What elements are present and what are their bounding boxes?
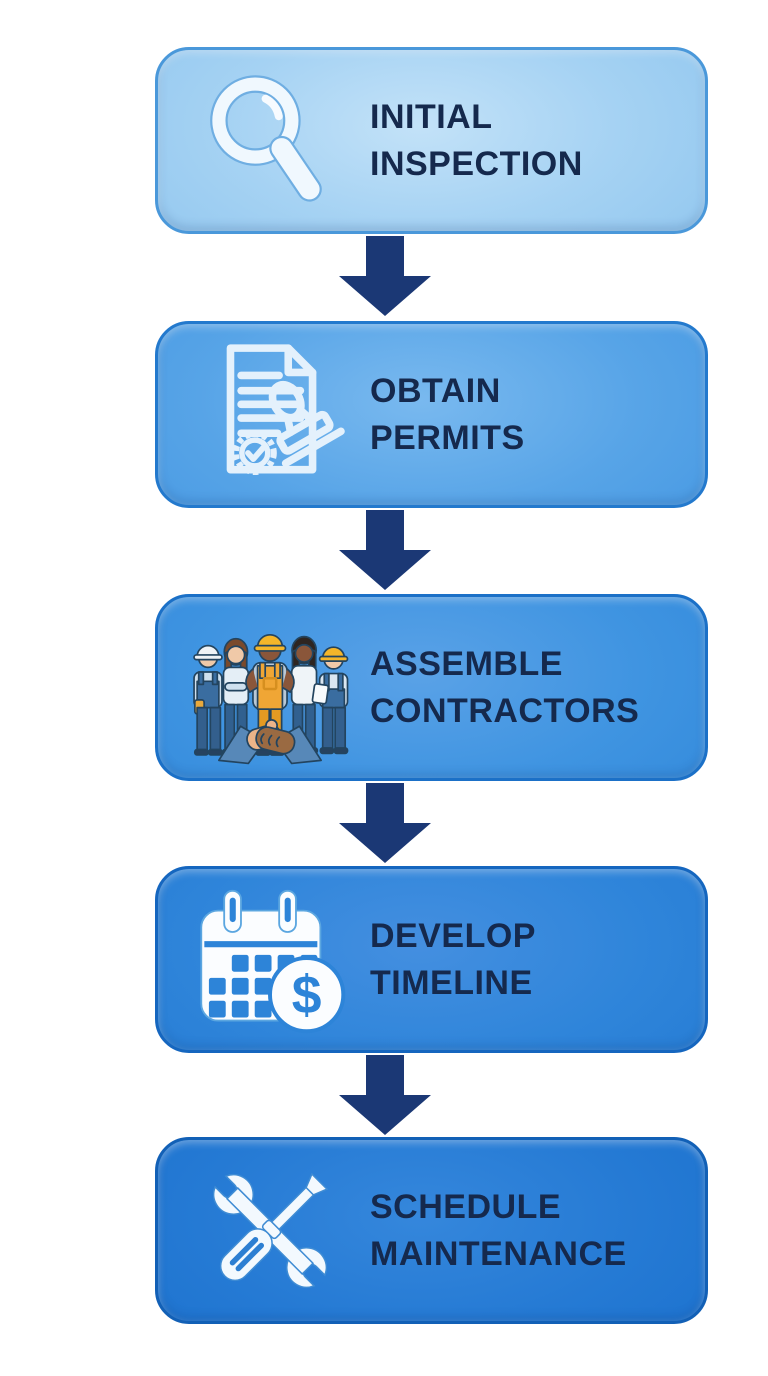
step-label-line: ASSEMBLE <box>370 644 563 683</box>
step-label: INITIAL INSPECTION <box>370 94 705 188</box>
down-arrow-icon <box>338 1055 432 1135</box>
down-arrow-icon <box>338 783 432 863</box>
step-label-line: DEVELOP <box>370 916 536 955</box>
step-obtain-permits: OBTAIN PERMITS <box>155 321 708 508</box>
step-label-line: INITIAL <box>370 97 493 136</box>
step-label: OBTAIN PERMITS <box>370 368 705 462</box>
step-label-line: TIMELINE <box>370 963 533 1002</box>
step-label-line: SCHEDULE <box>370 1187 562 1226</box>
step-assemble-contractors: ASSEMBLE CONTRACTORS <box>155 594 708 781</box>
step-label-line: OBTAIN <box>370 371 501 410</box>
crossed-tools-icon <box>158 1155 370 1307</box>
step-label-line: PERMITS <box>370 418 525 457</box>
permit-document-stamp-icon <box>158 339 370 491</box>
step-label-line: CONTRACTORS <box>370 691 640 730</box>
step-develop-timeline: $ DEVELOP TIMELINE <box>155 866 708 1053</box>
calendar-dollar-icon: $ <box>158 883 370 1036</box>
step-label: DEVELOP TIMELINE <box>370 913 705 1007</box>
down-arrow-icon <box>338 510 432 590</box>
magnifying-glass-icon <box>158 68 370 214</box>
step-label: ASSEMBLE CONTRACTORS <box>370 641 705 735</box>
step-label: SCHEDULE MAINTENANCE <box>370 1184 705 1278</box>
dollar-glyph: $ <box>292 966 322 1025</box>
contractors-handshake-icon <box>158 610 370 765</box>
step-label-line: MAINTENANCE <box>370 1234 627 1273</box>
step-initial-inspection: INITIAL INSPECTION <box>155 47 708 234</box>
step-label-line: INSPECTION <box>370 144 583 183</box>
down-arrow-icon <box>338 236 432 316</box>
step-schedule-maintenance: SCHEDULE MAINTENANCE <box>155 1137 708 1324</box>
